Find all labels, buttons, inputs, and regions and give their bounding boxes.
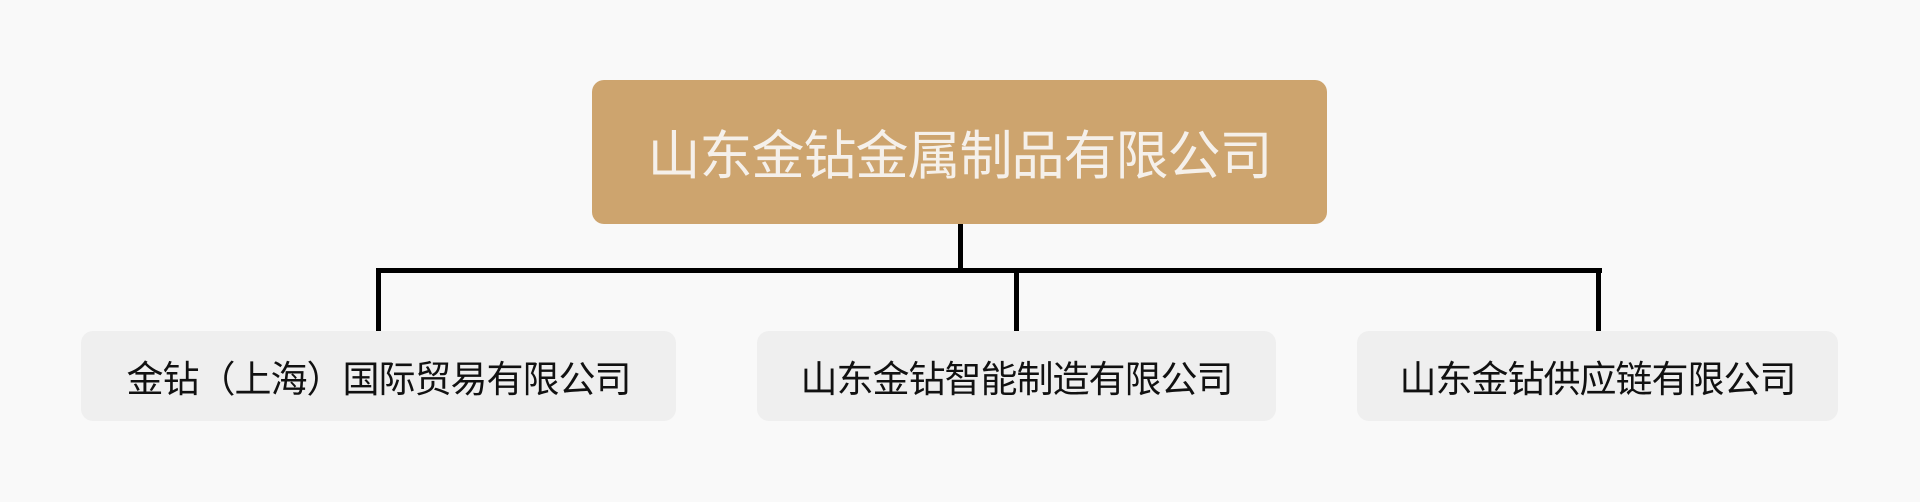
connector-drop-3 (1596, 268, 1601, 331)
connector-drop-1 (376, 268, 381, 331)
child-node-label: 山东金钻智能制造有限公司 (800, 358, 1234, 401)
child-node-shanghai-trade[interactable]: 金钻（上海）国际贸易有限公司 (81, 331, 676, 421)
connector-stem (958, 224, 963, 273)
connector-drop-2 (1014, 268, 1019, 331)
connector-horizontal-bar (376, 268, 1602, 273)
child-node-smart-manufacturing[interactable]: 山东金钻智能制造有限公司 (757, 331, 1276, 421)
child-node-supply-chain[interactable]: 山东金钻供应链有限公司 (1357, 331, 1838, 421)
child-node-label: 山东金钻供应链有限公司 (1399, 358, 1797, 401)
root-node[interactable]: 山东金钻金属制品有限公司 (592, 80, 1327, 224)
child-node-label: 金钻（上海）国际贸易有限公司 (126, 358, 632, 401)
root-node-label: 山东金钻金属制品有限公司 (647, 126, 1273, 187)
